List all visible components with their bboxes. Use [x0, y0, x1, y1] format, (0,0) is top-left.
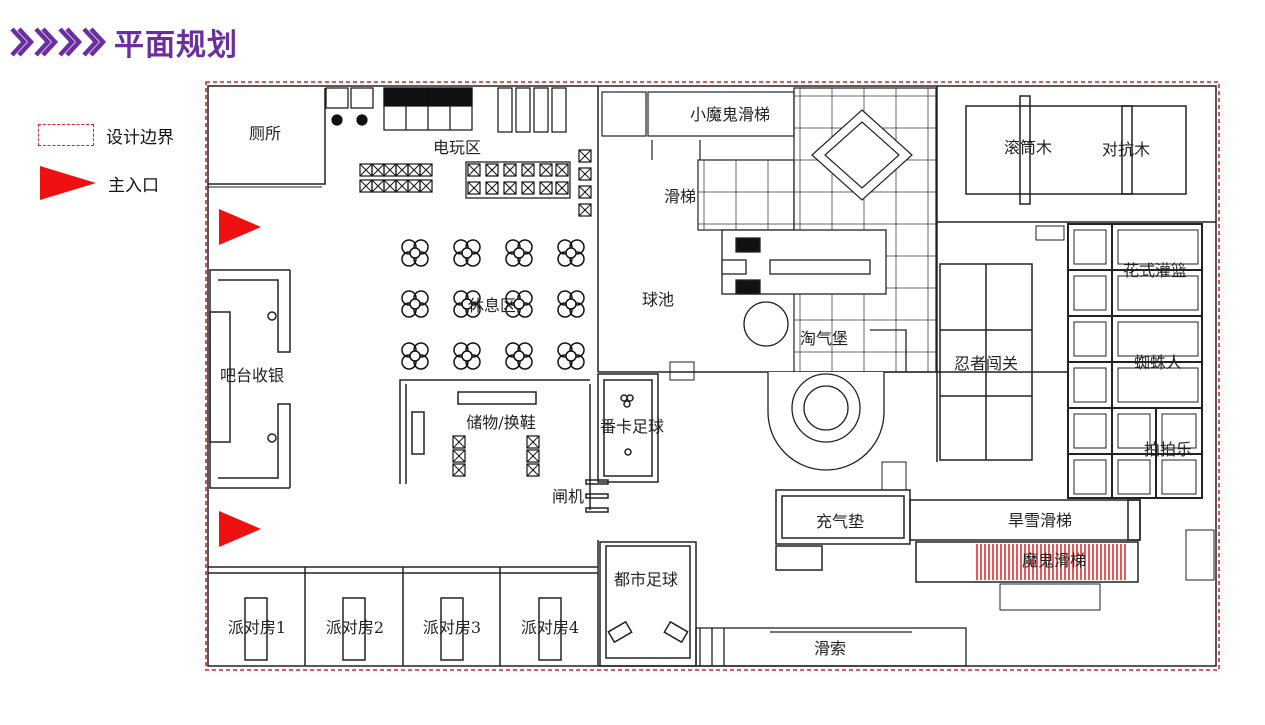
label-party-room-1: 派对房1 — [228, 618, 286, 637]
label-rolling-log: 滚筒木 — [1004, 138, 1052, 157]
label-bar-cashier: 吧台收银 — [220, 366, 284, 385]
label-gate: 闸机 — [552, 487, 584, 506]
stair-details — [669, 225, 1065, 491]
ninja-course — [939, 263, 1033, 461]
dry-snow-slide — [909, 499, 1141, 541]
label-slide: 滑梯 — [664, 187, 696, 206]
naughty-castle — [721, 229, 907, 471]
page-header: 平面规划 — [8, 20, 238, 64]
arcade-grid-middle — [465, 161, 571, 199]
label-toilet: 厕所 — [249, 124, 281, 143]
label-storage: 储物/换鞋 — [466, 413, 535, 432]
label-dry-snow-slide: 旱雪滑梯 — [1008, 511, 1072, 530]
legend-item-entrance: 主入口 — [38, 166, 174, 200]
label-battle-log: 对抗木 — [1102, 140, 1150, 159]
city-football — [599, 541, 697, 667]
legend: 设计边界 主入口 — [38, 118, 174, 214]
arcade-machines — [325, 87, 567, 133]
zipline — [695, 627, 967, 667]
label-arcade: 电玩区 — [433, 138, 481, 157]
label-basket: 花式灌篮 — [1123, 261, 1187, 280]
label-zipline: 滑索 — [814, 639, 846, 658]
red-triangle-icon — [40, 166, 96, 200]
gate-machines — [585, 384, 609, 513]
label-pat-fun: 拍拍乐 — [1144, 440, 1192, 459]
legend-label-entrance: 主入口 — [108, 175, 159, 196]
label-spiderman: 蜘蛛人 — [1134, 353, 1182, 372]
label-rest-area: 休息区 — [468, 296, 516, 315]
toilet-room: 厕所 — [208, 88, 326, 188]
party-rooms — [208, 540, 599, 666]
label-party-room-4: 派对房4 — [521, 618, 579, 637]
label-foosball: 番卡足球 — [600, 417, 664, 436]
chevron-right-icon — [10, 27, 107, 57]
chevron-group — [8, 25, 108, 59]
foosball-table — [597, 373, 659, 483]
log-platform — [937, 95, 1216, 223]
label-inflatable-mat: 充气垫 — [816, 512, 864, 531]
bar-cashier — [209, 269, 291, 489]
label-naughty-castle: 淘气堡 — [800, 329, 848, 348]
label-ball-pool: 球池 — [642, 290, 674, 309]
page-title: 平面规划 — [114, 28, 238, 63]
design-boundary — [205, 81, 1220, 671]
arcade-grid-left — [359, 163, 433, 193]
storage-area — [399, 379, 590, 484]
label-party-room-3: 派对房3 — [423, 618, 481, 637]
legend-label-boundary: 设计边界 — [106, 127, 174, 148]
activity-grid — [1067, 223, 1203, 499]
label-devil-slide: 魔鬼滑梯 — [1022, 551, 1086, 570]
legend-item-boundary: 设计边界 — [38, 118, 174, 152]
arcade-grid-vertical — [578, 149, 592, 217]
entrance-arrow-lower — [219, 511, 261, 547]
dashed-boundary-icon — [38, 124, 94, 146]
little-devil-slide — [601, 87, 937, 373]
label-city-football: 都市足球 — [614, 570, 678, 589]
entrance-arrow-upper — [219, 209, 261, 245]
label-ninja: 忍者闯关 — [954, 354, 1018, 373]
label-little-devil-slide: 小魔鬼滑梯 — [690, 105, 770, 124]
devil-slide — [915, 529, 1215, 611]
label-party-room-2: 派对房2 — [326, 618, 384, 637]
